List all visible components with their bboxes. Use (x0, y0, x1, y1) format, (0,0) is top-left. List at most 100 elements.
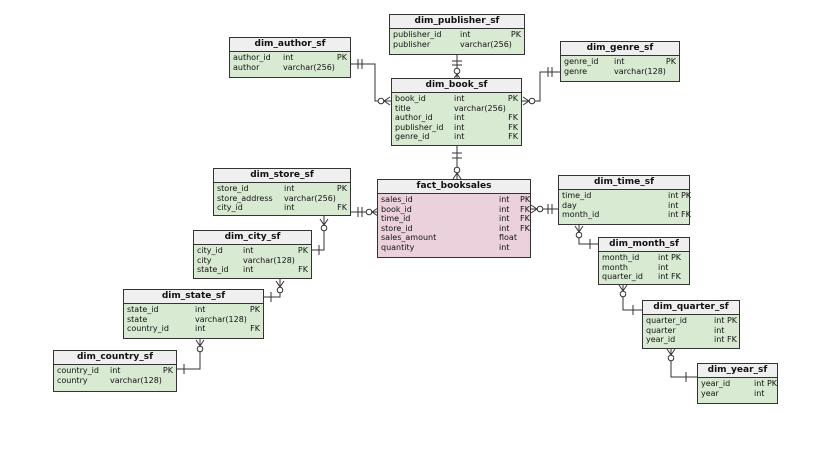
column-name: publisher_id (393, 30, 442, 39)
table-title: dim_book_sf (392, 79, 521, 93)
column-type: int (110, 366, 121, 375)
column-type: int PK (714, 316, 738, 325)
column-type: int (714, 325, 725, 335)
column-type: int (668, 200, 679, 210)
column-name: genre_id (395, 132, 430, 142)
optional-marker (528, 97, 536, 105)
column-name: title (395, 103, 411, 113)
column-key: FK (250, 324, 260, 334)
column-type: int (499, 242, 510, 252)
crowfoot-marker (371, 207, 379, 217)
column-name: book_id (381, 204, 412, 214)
table-title: dim_publisher_sf (390, 15, 524, 29)
crowfoot-marker (522, 96, 530, 106)
table-title: dim_country_sf (54, 351, 176, 365)
column-name: genre_id (564, 57, 599, 66)
optional-marker (377, 97, 385, 105)
optional-marker (536, 205, 544, 213)
column-type: int (283, 53, 294, 62)
column-type: int (614, 57, 625, 66)
column-type: int PK (668, 191, 692, 200)
column-type: int FK (658, 272, 681, 282)
connector-city-store (312, 216, 325, 251)
crowfoot-marker (452, 172, 462, 180)
column-name: time_id (381, 214, 411, 224)
column-name: country_id (127, 324, 169, 334)
column-name: year_id (701, 379, 731, 388)
column-key: PK (336, 184, 347, 193)
optional-marker (619, 290, 627, 298)
table-title: dim_month_sf (599, 238, 689, 252)
column-key: PK (520, 195, 531, 204)
column-name: country_id (57, 366, 99, 375)
column-type: int (499, 223, 510, 233)
column-name: month_id (562, 210, 600, 220)
column-key: FK (298, 265, 308, 275)
optional-marker (276, 286, 284, 294)
crowfoot-marker (195, 339, 205, 347)
table-title: dim_time_sf (559, 176, 689, 190)
column-name: quarter_id (646, 316, 687, 325)
column-type: int PK (754, 379, 778, 388)
column-type: varchar(128) (243, 255, 295, 265)
column-name: sales_id (381, 195, 413, 204)
table-title: fact_booksales (378, 180, 530, 194)
column-key: FK (520, 214, 530, 224)
column-type: varchar(256) (454, 103, 506, 113)
table-title: dim_city_sf (194, 231, 311, 245)
column-name: quarter (646, 325, 676, 335)
column-row: quarter_id int FK (602, 272, 686, 282)
column-name: book_id (395, 94, 426, 103)
column-name: sales_amount (381, 233, 437, 243)
column-key: PK (510, 30, 521, 39)
crowfoot-marker (574, 225, 584, 233)
optional-marker (196, 345, 204, 353)
connector-state-city (264, 279, 281, 298)
column-name: city_id (217, 203, 243, 213)
column-key: PK (507, 94, 518, 103)
column-name: publisher (393, 39, 431, 49)
table-title: dim_store_sf (214, 169, 350, 183)
crowfoot-marker (666, 348, 676, 356)
optional-marker (453, 67, 461, 75)
crowfoot-marker (383, 96, 391, 106)
column-key: PK (336, 53, 347, 62)
column-key: PK (665, 57, 676, 66)
column-type: int (195, 324, 206, 334)
column-name: store_id (381, 223, 413, 233)
column-name: quarter_id (602, 272, 643, 282)
column-type: varchar(128) (195, 314, 247, 324)
